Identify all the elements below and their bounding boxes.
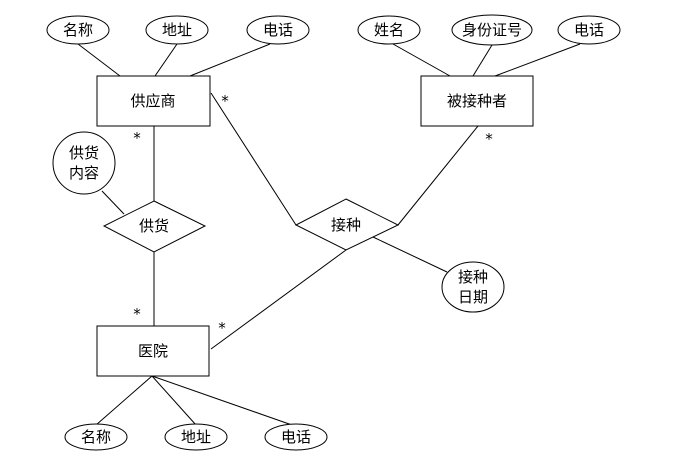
attr-hospital-address-label: 地址 (181, 428, 211, 446)
attr-vaccinate-date-line-1: 接种 (458, 268, 488, 286)
attr-supplier-phone: 电话 (246, 15, 310, 45)
attr-hospital-phone-label: 电话 (281, 428, 311, 446)
attr-vaccinate-date: 接种 日期 (441, 261, 505, 313)
attr-vaccinee-name-label: 姓名 (374, 21, 404, 39)
attr-vaccinate-date-line-2: 日期 (458, 288, 488, 306)
line-supplier-phone (189, 43, 271, 77)
line-vaccinate-date (372, 236, 448, 273)
line-supplier-address (154, 43, 178, 77)
attr-supplier-name: 名称 (46, 15, 110, 45)
relationship-supply-label: 供货 (139, 217, 169, 235)
entity-hospital-label: 医院 (138, 342, 168, 360)
line-supplier-name (77, 43, 121, 77)
attr-supplier-address-label: 地址 (162, 21, 192, 39)
line-vaccinee-phone (494, 43, 581, 77)
relationship-vaccinate-label: 接种 (331, 216, 361, 234)
entity-vaccinee-label: 被接种者 (447, 92, 507, 110)
attr-supplier-phone-label: 电话 (263, 21, 293, 39)
attr-supplier-address: 地址 (145, 15, 209, 45)
attr-vaccinee-phone-label: 电话 (574, 21, 604, 39)
attr-hospital-name: 名称 (64, 423, 128, 451)
attr-hospital-name-label: 名称 (81, 428, 111, 446)
entity-supplier-label: 供应商 (130, 92, 175, 110)
line-vaccinee-vaccinate (397, 125, 479, 226)
line-supplier-vaccinate (210, 92, 297, 226)
line-vaccinee-id (472, 44, 493, 77)
cardinality-vaccinee-vaccinate: * (485, 130, 493, 148)
entity-vaccinee: 被接种者 (420, 75, 534, 127)
cardinality-markers: * * * * * (133, 92, 493, 337)
entity-supplier: 供应商 (96, 75, 211, 127)
attr-hospital-phone: 电话 (264, 423, 328, 451)
connector-lines (77, 43, 581, 426)
entity-hospital: 医院 (96, 325, 210, 377)
attr-vaccinee-phone: 电话 (557, 15, 621, 45)
attr-vaccinee-id-label: 身份证号 (462, 21, 522, 39)
attr-hospital-address: 地址 (164, 423, 228, 451)
attr-supply-content-line-1: 供货 (69, 144, 99, 162)
cardinality-supplier-supply: * (133, 129, 141, 147)
line-hospital-name (95, 375, 153, 426)
relationship-supply: 供货 (102, 200, 207, 253)
line-hospital-address (151, 375, 197, 426)
cardinality-hospital-vaccinate: * (218, 319, 226, 337)
attr-supply-content-line-2: 内容 (69, 164, 99, 182)
attr-supply-content: 供货 内容 (52, 131, 116, 195)
cardinality-supplier-vaccinate: * (221, 92, 229, 110)
relationship-vaccinate: 接种 (294, 198, 400, 251)
line-supply-content (101, 190, 125, 215)
attr-supplier-name-label: 名称 (63, 21, 93, 39)
line-vaccinee-name (392, 43, 451, 77)
line-hospital-phone (151, 375, 293, 426)
line-vaccinate-hospital (210, 249, 347, 350)
attr-vaccinee-id: 身份证号 (451, 14, 533, 46)
attr-vaccinee-name: 姓名 (357, 15, 421, 45)
cardinality-hospital-supply: * (133, 305, 141, 323)
